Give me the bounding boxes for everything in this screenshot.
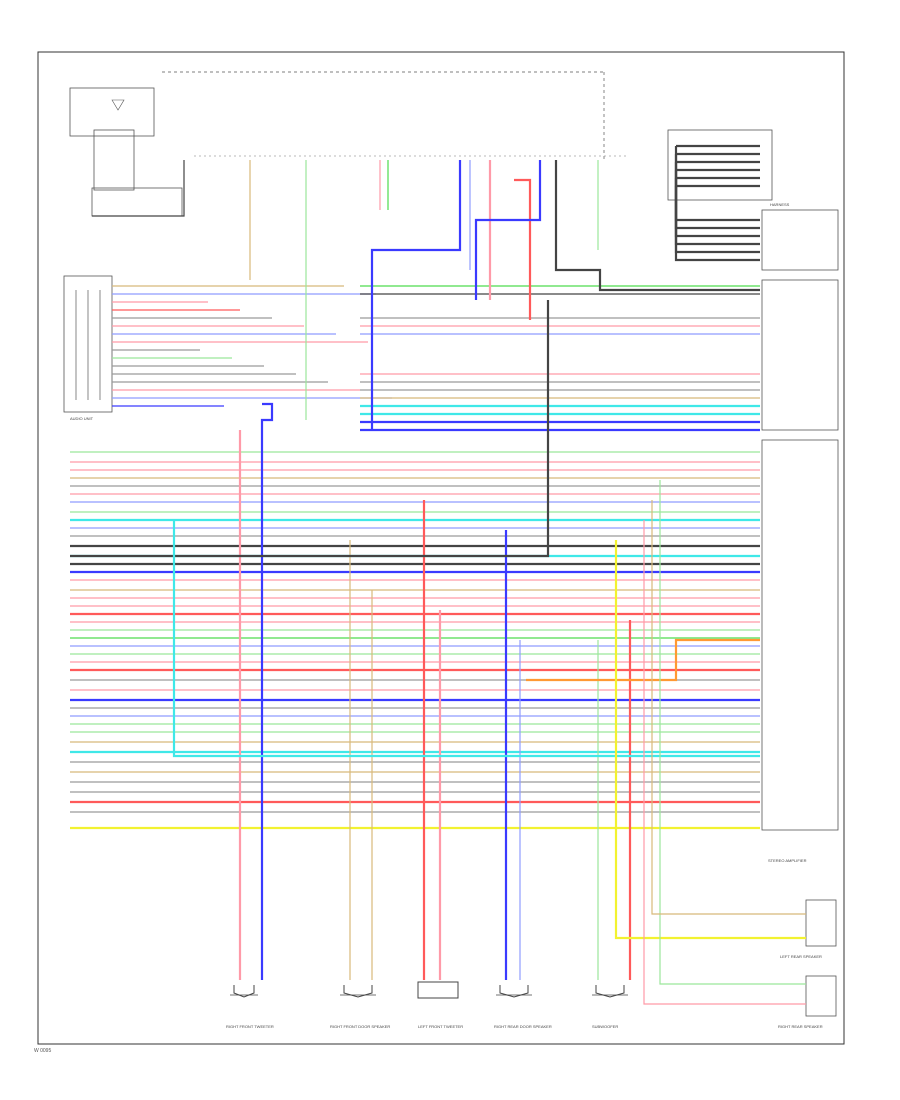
stereo-amplifier-label: STEREO AMPLIFIER [768, 858, 807, 863]
speaker-label-2: RIGHT FRONT DOOR SPEAKER [330, 1024, 390, 1029]
wire-110 [643, 520, 806, 1005]
wire-5 [674, 162, 760, 238]
wire-94 [526, 638, 760, 682]
diagram-code: W 0095 [34, 1048, 52, 1054]
wire-112 [92, 160, 185, 217]
wire-104 [554, 160, 760, 292]
speaker-subwoofer [592, 985, 628, 998]
left-rear-speaker-label: LEFT REAR SPEAKER [780, 954, 822, 959]
speaker-label-5: SUBWOOFER [592, 1024, 618, 1029]
wire-group [70, 144, 806, 1005]
left-connector [63, 275, 113, 413]
wire-106 [70, 300, 550, 558]
wire-111 [651, 500, 806, 915]
wire-107 [172, 520, 760, 758]
speaker-left-front-tweeter [417, 981, 459, 999]
left-connector-label: AUDIO UNIT [70, 416, 94, 421]
wire-9 [674, 178, 760, 254]
speaker-label-3: LEFT FRONT TWEETER [418, 1024, 463, 1029]
speaker-right-front-door [340, 985, 376, 998]
wire-85 [260, 402, 274, 980]
right-rear-speaker-label: RIGHT REAR SPEAKER [778, 1024, 823, 1029]
lower-right-module-2 [805, 975, 837, 1017]
speaker-label-4: RIGHT REAR DOOR SPEAKER [494, 1024, 552, 1029]
wire-109 [659, 480, 806, 985]
speaker-right-rear-door [496, 985, 532, 998]
lower-right-module-1 [805, 899, 837, 947]
right-upper-connector [667, 129, 839, 831]
speaker-label-1: RIGHT FRONT TWEETER [226, 1024, 274, 1029]
wire-11 [674, 186, 760, 262]
speaker-right-front-tweeter [230, 985, 258, 998]
right-harness-label: HARNESS [770, 202, 790, 207]
wire-108 [614, 540, 806, 940]
wire-102 [514, 178, 532, 320]
wire-1 [674, 146, 760, 222]
wire-3 [674, 154, 760, 230]
wire-103 [474, 160, 542, 300]
wire-7 [674, 170, 760, 246]
fuse-relay-box [69, 87, 183, 217]
diagram-frame [37, 51, 845, 1045]
wire-99 [370, 160, 462, 430]
